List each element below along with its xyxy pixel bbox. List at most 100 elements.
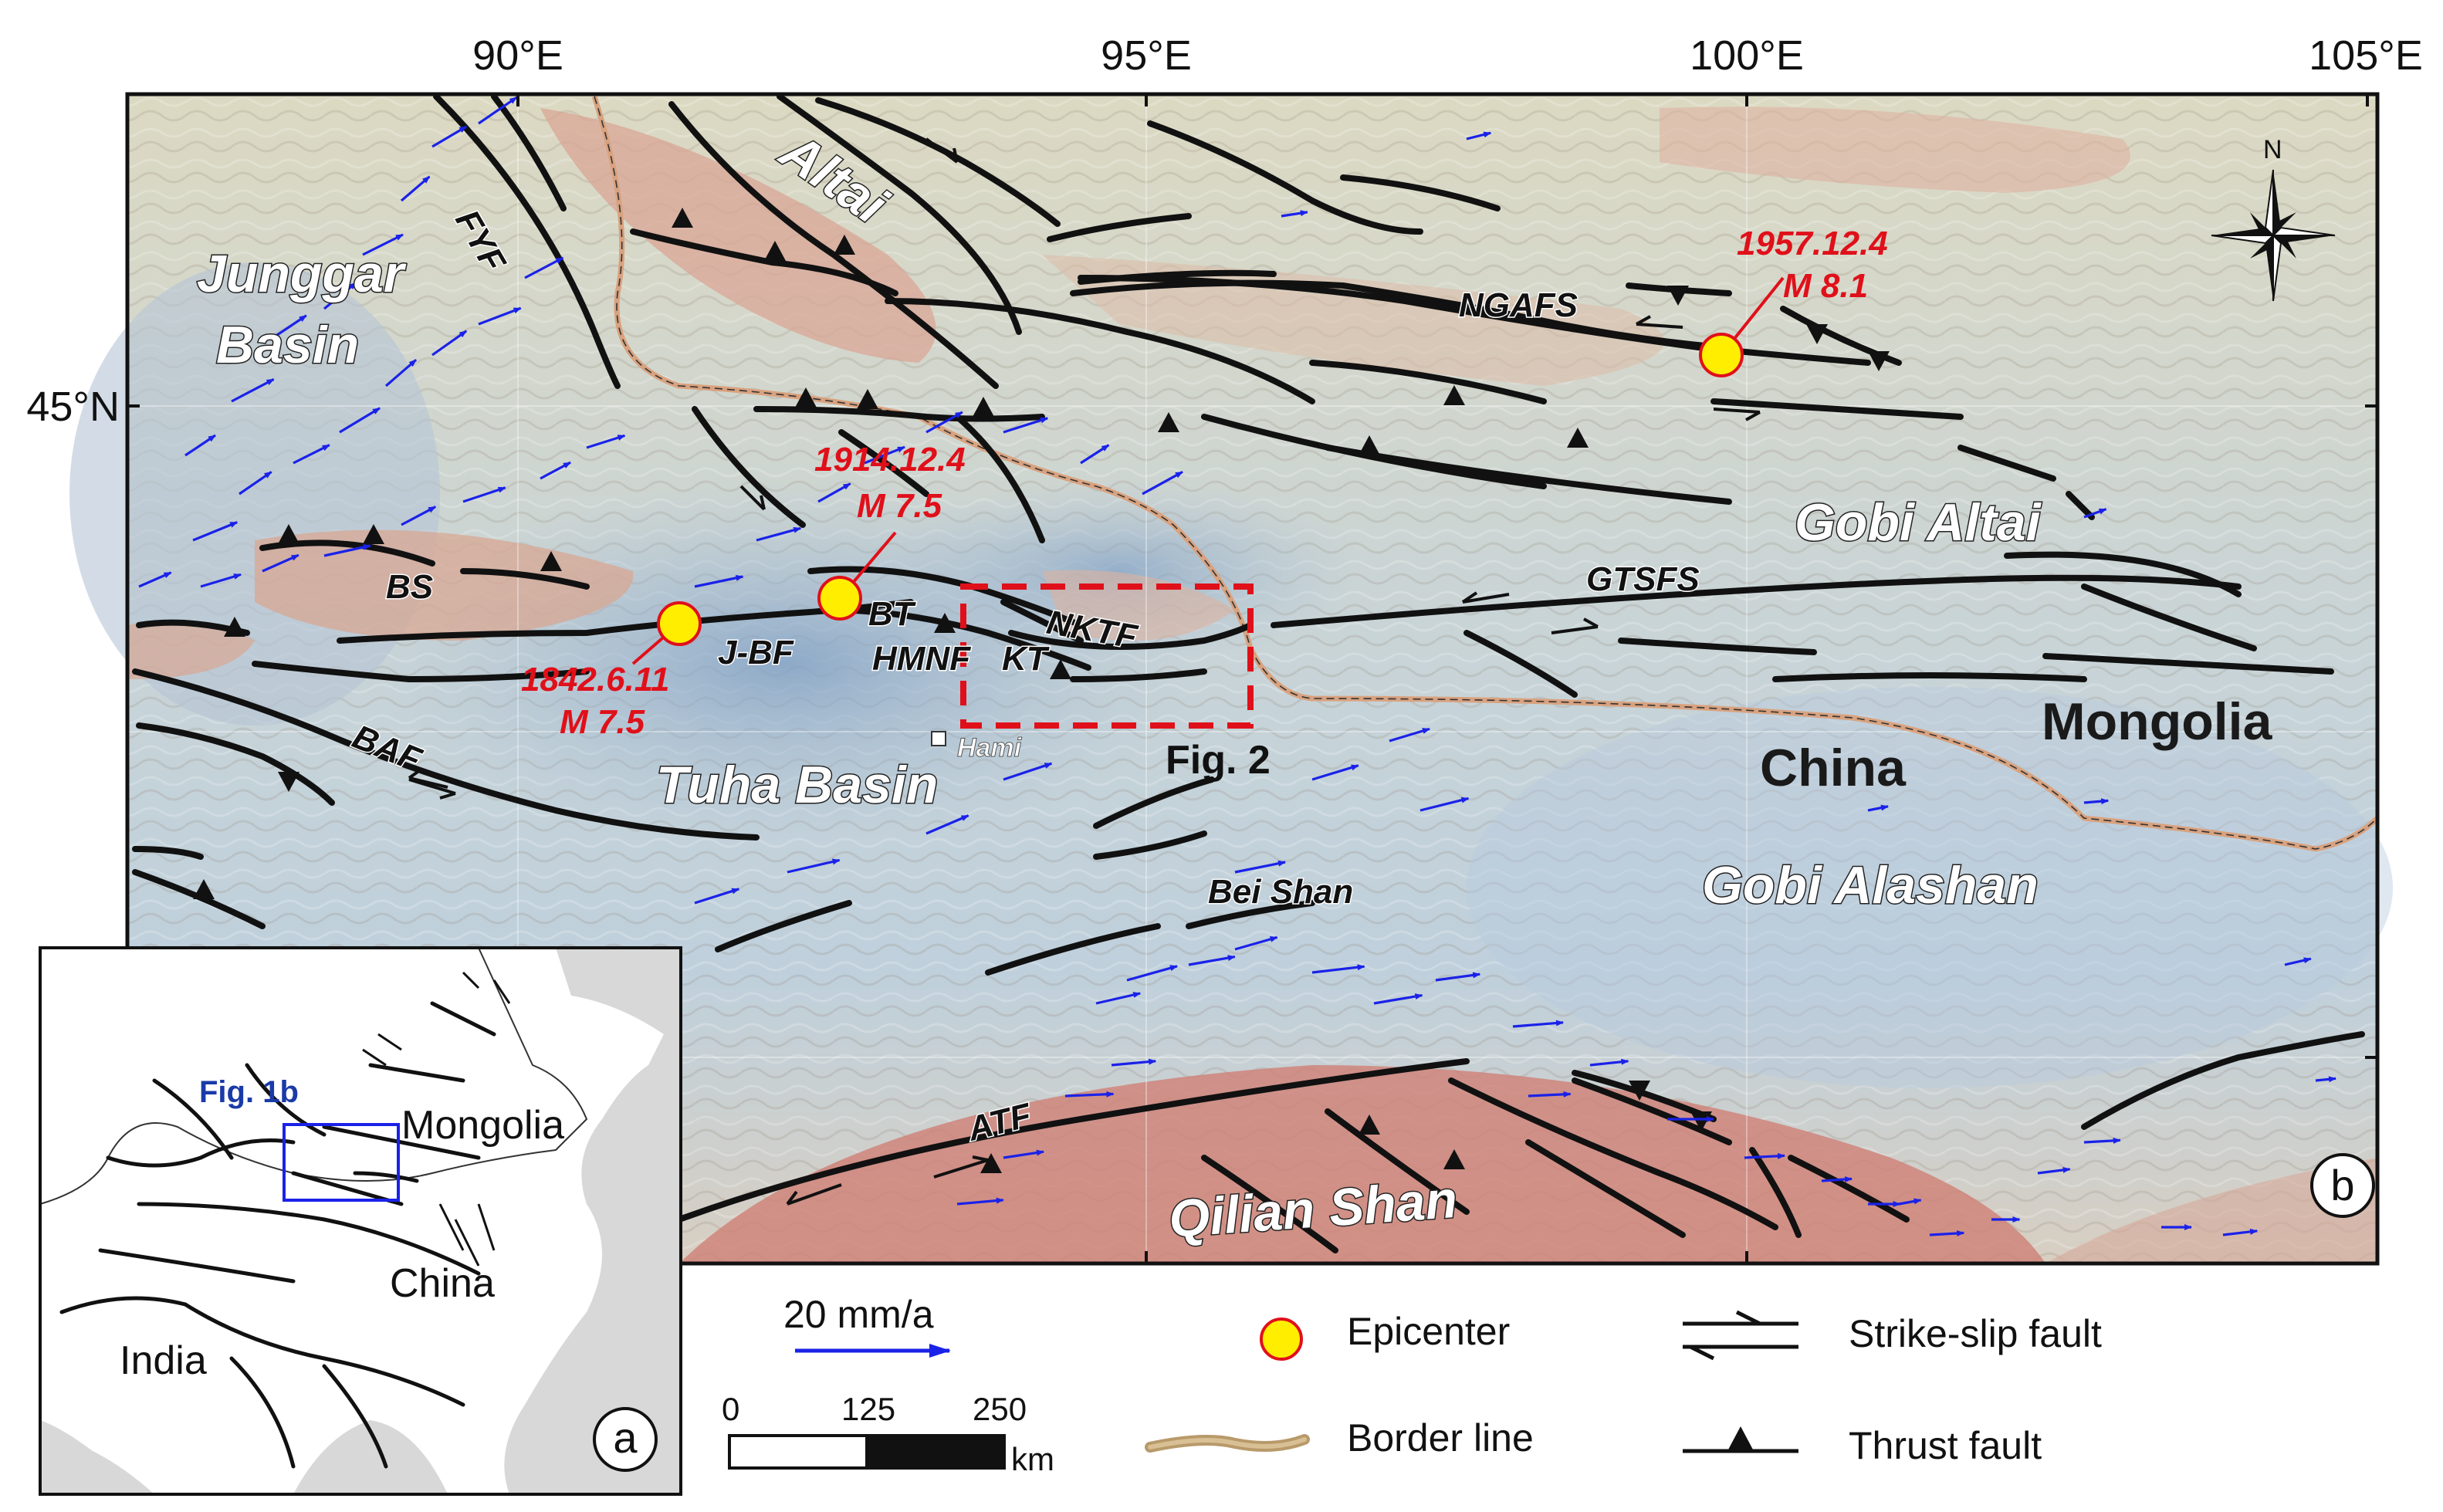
gps-vector bbox=[1821, 1176, 1853, 1182]
scale-125: 125 bbox=[841, 1391, 895, 1427]
epicenter-1957 bbox=[1699, 333, 1744, 377]
scale-unit: km bbox=[1011, 1441, 1054, 1477]
label-hmnf: HMNF bbox=[872, 640, 971, 678]
label-bt: BT bbox=[868, 595, 916, 633]
tick-lon-100: 100°E bbox=[1690, 32, 1804, 79]
gps-vector bbox=[864, 445, 905, 465]
tick-lat-45: 45°N bbox=[26, 384, 120, 430]
gps-vector bbox=[1435, 972, 1481, 982]
gps-vector bbox=[756, 526, 802, 542]
gps-vector bbox=[1373, 993, 1423, 1005]
gps-vector bbox=[323, 544, 371, 557]
inset-mongolia: Mongolia bbox=[401, 1103, 564, 1148]
gps-vector bbox=[1466, 131, 1492, 140]
legend-strike-slip-icon bbox=[1683, 1310, 1798, 1361]
fault-bs bbox=[259, 540, 435, 567]
label-bs: BS bbox=[386, 568, 433, 606]
legend-thrust-label: Thrust fault bbox=[1849, 1424, 2042, 1467]
gps-vector bbox=[524, 256, 564, 279]
gps-vector bbox=[401, 506, 437, 526]
gps-vector bbox=[1929, 1230, 1965, 1236]
legend-border-label: Border line bbox=[1347, 1416, 1534, 1460]
gps-vector bbox=[586, 434, 626, 449]
fault-ngafs bbox=[1078, 275, 1871, 366]
legend: 20 mm/a 0 125 250 km Epicenter Border li… bbox=[722, 1293, 2102, 1477]
fault-atf bbox=[676, 1058, 1470, 1223]
label-ngafs: NGAFS bbox=[1459, 286, 1578, 324]
gps-vector bbox=[293, 444, 330, 465]
gps-vector bbox=[1311, 764, 1359, 781]
gps-vector bbox=[925, 411, 963, 434]
label-gtsfs: GTSFS bbox=[1586, 560, 1700, 598]
gps-vector bbox=[1080, 444, 1110, 465]
fault-baf bbox=[132, 668, 760, 841]
label-tuha-basin: Tuha Basin bbox=[656, 756, 938, 814]
panel-a-label: a bbox=[613, 1413, 638, 1462]
gps-vector bbox=[956, 1197, 1004, 1206]
gps-vector bbox=[1281, 210, 1308, 218]
north-label: N bbox=[2263, 135, 2282, 164]
gps-vector bbox=[400, 175, 431, 202]
gps-vector bbox=[1512, 1020, 1564, 1028]
quake-1842-mag: M 7.5 bbox=[560, 703, 645, 741]
gps-vector bbox=[1064, 1091, 1115, 1098]
inset-fig1b: Fig. 1b bbox=[199, 1075, 299, 1109]
gps-vector bbox=[462, 486, 506, 503]
label-junggar-basin: Basin bbox=[216, 316, 359, 374]
gps-vector bbox=[1898, 1198, 1922, 1206]
gps-vector bbox=[925, 814, 969, 835]
fig2-label: Fig. 2 bbox=[1166, 738, 1271, 783]
gps-vector bbox=[1528, 1091, 1572, 1098]
fig1b-box bbox=[283, 1123, 400, 1202]
gps-vector bbox=[2284, 957, 2312, 966]
gps-vector bbox=[1126, 965, 1178, 982]
gps-vector bbox=[540, 461, 571, 480]
gps-vector bbox=[478, 306, 522, 326]
faults bbox=[132, 93, 2365, 1253]
epicenters bbox=[631, 276, 1785, 665]
gps-vector bbox=[787, 858, 841, 874]
gps-vector bbox=[1234, 860, 1286, 874]
gps-vector bbox=[2083, 1137, 2121, 1144]
gps-vector bbox=[694, 574, 744, 588]
gps-vector bbox=[231, 377, 275, 403]
gps-vector bbox=[269, 314, 307, 341]
gps-vector bbox=[323, 281, 357, 310]
legend-strike-slip-label: Strike-slip fault bbox=[1849, 1312, 2102, 1355]
gps-vector bbox=[1311, 964, 1365, 974]
inset-india: India bbox=[120, 1338, 207, 1383]
inset-map: Fig. 1b Mongolia China India a bbox=[39, 946, 682, 1496]
label-gobi-altai: Gobi Altai bbox=[1795, 493, 2042, 552]
gps-vector bbox=[200, 573, 242, 588]
quake-1957-date: 1957.12.4 bbox=[1737, 225, 1888, 262]
scale-bar-white bbox=[728, 1434, 868, 1470]
gps-vector bbox=[2083, 508, 2107, 519]
north-arrow-icon bbox=[2211, 169, 2336, 302]
gps-vector bbox=[1867, 804, 1889, 812]
epicenter-1914 bbox=[817, 576, 862, 621]
gps-vector bbox=[339, 407, 381, 434]
fig2-box bbox=[960, 583, 1254, 729]
gps-vector bbox=[817, 482, 851, 503]
legend-velocity-label: 20 mm/a bbox=[783, 1293, 934, 1336]
tick-lon-105: 105°E bbox=[2309, 32, 2423, 79]
label-china: China bbox=[1760, 739, 1907, 797]
gps-vector bbox=[1234, 935, 1278, 951]
gps-vector bbox=[1003, 1149, 1044, 1159]
scale-0: 0 bbox=[722, 1391, 739, 1427]
gps-vector bbox=[1095, 992, 1142, 1005]
quake-1914-date: 1914.12.4 bbox=[814, 441, 966, 479]
gps-vector bbox=[1142, 470, 1183, 496]
hami-marker bbox=[931, 731, 946, 746]
legend-epicenter-label: Epicenter bbox=[1347, 1310, 1510, 1353]
panel-b-badge bbox=[2310, 1153, 2375, 1218]
label-gobi-alashan: Gobi Alashan bbox=[1702, 856, 2039, 915]
fault-kt bbox=[1000, 599, 1084, 644]
main-map: Fig. 2 Hami 1957.12.4 M 8.1 1914.12.4 M … bbox=[69, 92, 2393, 1266]
gps-vector bbox=[384, 358, 418, 387]
gps-vector bbox=[1188, 955, 1236, 966]
label-jbf: J-BF bbox=[718, 634, 794, 671]
gps-vector bbox=[431, 330, 468, 357]
tick-lon-90: 90°E bbox=[472, 32, 563, 79]
gps-vector bbox=[2083, 798, 2110, 805]
